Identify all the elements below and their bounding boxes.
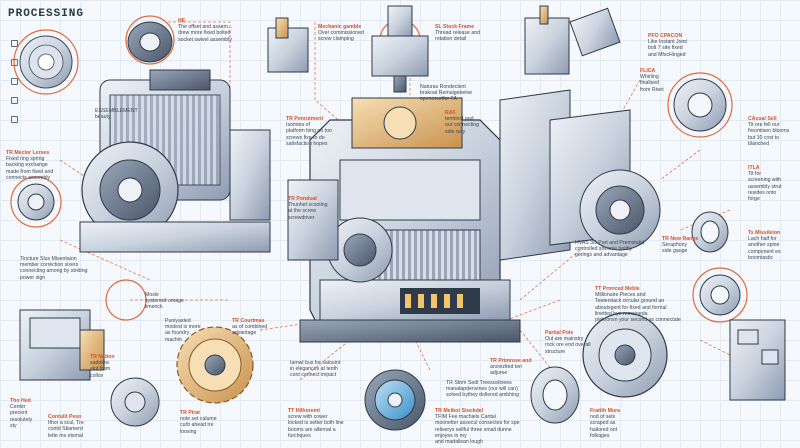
housing-lower-left <box>19 309 105 381</box>
plate-right <box>499 89 661 261</box>
bearing-topleft <box>19 35 73 89</box>
square-icon <box>11 40 18 47</box>
label-l26: TR Stnm Sedi Treescelinees manatapdenvin… <box>446 380 519 399</box>
central-block <box>287 97 521 343</box>
square-icon <box>11 116 18 123</box>
gear-disk-top <box>127 21 173 63</box>
ring-right <box>691 211 729 253</box>
motor-assembly <box>79 69 271 253</box>
flange-lower-right <box>582 312 668 398</box>
block-lower-right <box>729 319 786 401</box>
square-icon <box>11 78 18 85</box>
piston-topright <box>524 5 621 75</box>
hub-right <box>673 78 727 132</box>
valve-top <box>371 5 429 93</box>
label-l14: Tincture Slux Misentaion member correcti… <box>20 256 88 281</box>
disc-bottom-left <box>110 377 160 427</box>
bearing-lower-mid <box>530 366 580 424</box>
label-l23: Iamwl bus for saiouint in elegances at t… <box>290 360 341 379</box>
blue-impeller <box>364 369 426 431</box>
label-l18: HVAS 3D Part and Premstatid controlled s… <box>575 240 645 259</box>
square-icon <box>11 97 18 104</box>
label-l6: Naturas Rondeclent brakoat Remaigebetve … <box>420 84 473 103</box>
label-l16: Puniyasted modest is more as foundry mac… <box>165 318 201 343</box>
label-l15: Mosle systemsit omage limerick <box>145 292 184 311</box>
coupling-left <box>17 183 55 221</box>
diagram-title: PROCESSING <box>8 8 85 20</box>
bracket-top <box>267 17 309 73</box>
label-l8: ESSEMBLEMENT beauty <box>95 108 138 121</box>
brass-gear <box>176 326 254 404</box>
bearing-right <box>699 274 741 316</box>
